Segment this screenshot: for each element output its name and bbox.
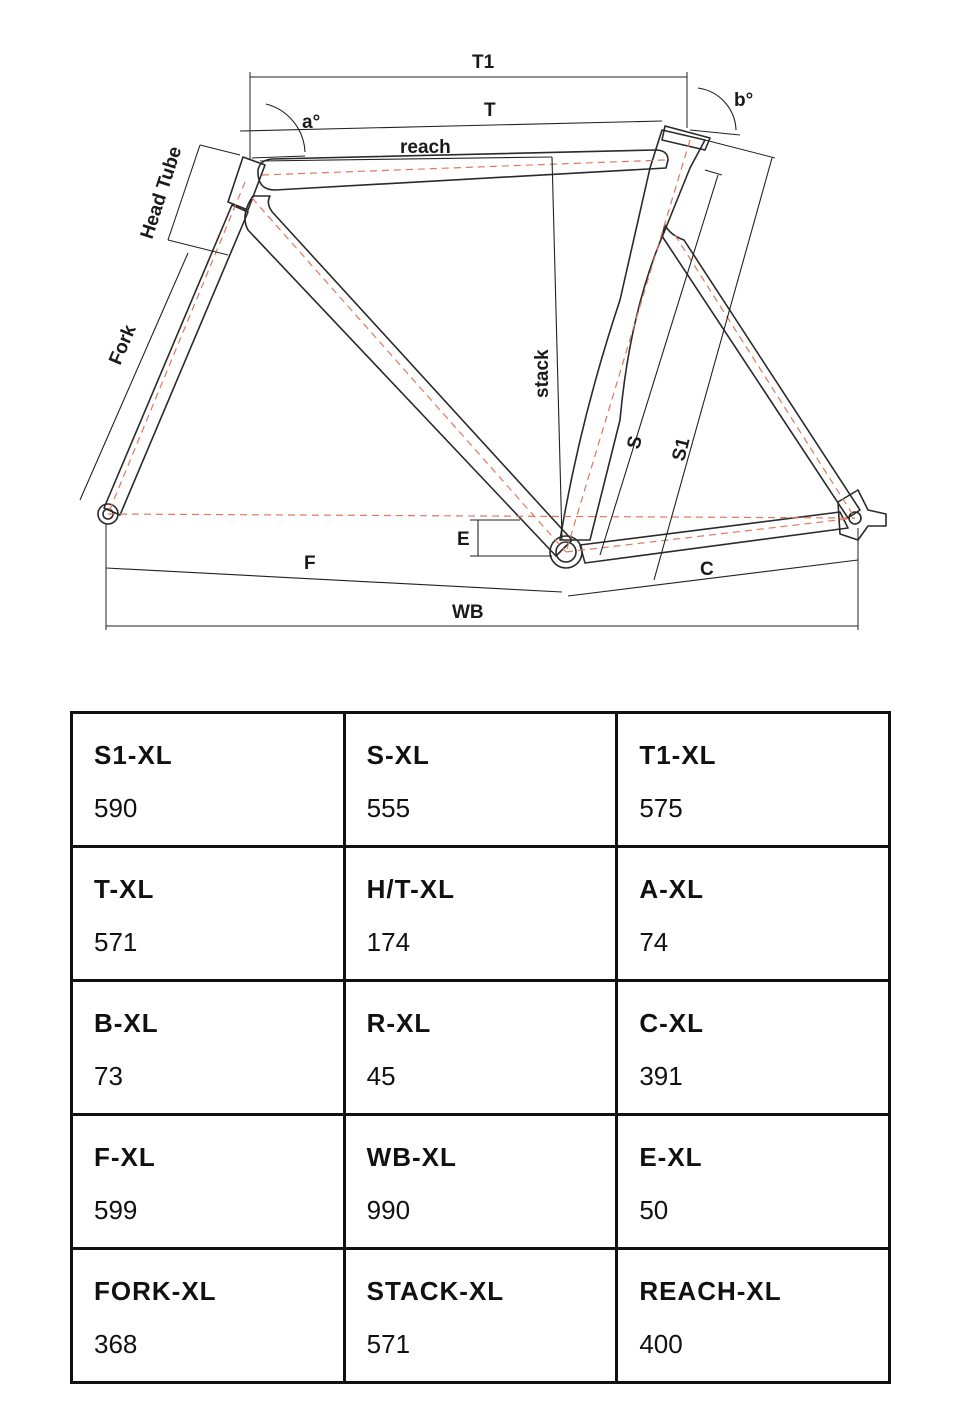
label-s1: S1 [668, 435, 694, 463]
geometry-cell: S-XL 555 [342, 711, 619, 848]
cell-name: S1-XL [94, 740, 173, 770]
cell-value: 174 [366, 927, 411, 957]
geometry-cell: T-XL 571 [70, 845, 346, 982]
cell-name: FORK-XL [94, 1276, 217, 1306]
cell-name: B-XL [94, 1008, 159, 1038]
table-row: B-XL 73 R-XL 45 C-XL 391 [70, 979, 891, 1116]
geometry-cell: E-XL 50 [615, 1113, 891, 1250]
cell-name: WB-XL [366, 1142, 457, 1172]
cell-value: 73 [94, 1061, 123, 1091]
geometry-cell: S1-XL 590 [70, 711, 346, 848]
dimension-labels: T1 T reach a° b° Head Tube Fork stack S … [105, 52, 753, 623]
label-wb: WB [452, 602, 484, 623]
label-b-angle: b° [734, 90, 753, 111]
cell-name: REACH-XL [639, 1276, 782, 1306]
cell-name: STACK-XL [366, 1276, 505, 1306]
table-row: FORK-XL 368 STACK-XL 571 REACH-XL 400 [70, 1247, 891, 1384]
cell-name: R-XL [366, 1008, 432, 1038]
cell-value: 990 [366, 1195, 411, 1225]
label-f: F [304, 553, 316, 574]
label-fork: Fork [105, 321, 141, 368]
dimension-lines [79, 72, 859, 630]
geometry-table: S1-XL 590 S-XL 555 T1-XL 575 T-XL 571 H/T-XL… [70, 711, 891, 1384]
label-c: C [700, 559, 714, 580]
geometry-cell: WB-XL 990 [342, 1113, 619, 1250]
cell-value: 599 [94, 1195, 138, 1225]
geometry-cell: STACK-XL 571 [342, 1247, 619, 1384]
geometry-cell: REACH-XL 400 [615, 1247, 891, 1384]
cell-value: 74 [639, 927, 669, 957]
label-stack: stack [532, 349, 553, 398]
label-head-tube: Head Tube [137, 144, 187, 242]
cell-name: H/T-XL [366, 874, 455, 904]
geometry-cell: B-XL 73 [70, 979, 346, 1116]
bike-frame-outline [97, 125, 887, 569]
cell-value: 45 [366, 1061, 396, 1091]
frame-geometry-diagram: T1 T reach a° b° Head Tube Fork stack S … [79, 52, 887, 630]
geometry-cell: H/T-XL 174 [342, 845, 619, 982]
geometry-cell: A-XL 74 [615, 845, 891, 982]
cell-name: A-XL [639, 874, 704, 904]
cell-name: T-XL [94, 874, 155, 904]
geometry-cell: T1-XL 575 [615, 711, 891, 848]
geometry-cell: R-XL 45 [342, 979, 619, 1116]
cell-value: 555 [366, 793, 411, 823]
geometry-cell: C-XL 391 [615, 979, 891, 1116]
cell-name: E-XL [639, 1142, 703, 1172]
cell-value: 368 [94, 1329, 138, 1359]
cell-value: 571 [94, 927, 138, 957]
cell-value: 400 [639, 1329, 683, 1359]
label-t1: T1 [472, 52, 495, 73]
cell-value: 50 [639, 1195, 669, 1225]
label-a-angle: a° [302, 112, 320, 133]
cell-name: S-XL [366, 740, 430, 770]
table-row: T-XL 571 H/T-XL 174 A-XL 74 [70, 845, 891, 982]
cell-value: 571 [366, 1329, 411, 1359]
cell-value: 575 [639, 793, 683, 823]
cell-name: C-XL [639, 1008, 704, 1038]
cell-name: F-XL [94, 1142, 156, 1172]
label-s: S [623, 434, 646, 451]
geometry-cell: FORK-XL 368 [70, 1247, 346, 1384]
table-row: S1-XL 590 S-XL 555 T1-XL 575 [70, 711, 891, 848]
label-t: T [484, 100, 496, 121]
label-e: E [457, 529, 470, 550]
table-row: F-XL 599 WB-XL 990 E-XL 50 [70, 1113, 891, 1250]
label-reach: reach [400, 137, 451, 158]
cell-value: 590 [94, 793, 138, 823]
geometry-cell: F-XL 599 [70, 1113, 346, 1250]
frame-centerlines [107, 139, 856, 553]
cell-name: T1-XL [639, 740, 717, 770]
cell-value: 391 [639, 1061, 683, 1091]
